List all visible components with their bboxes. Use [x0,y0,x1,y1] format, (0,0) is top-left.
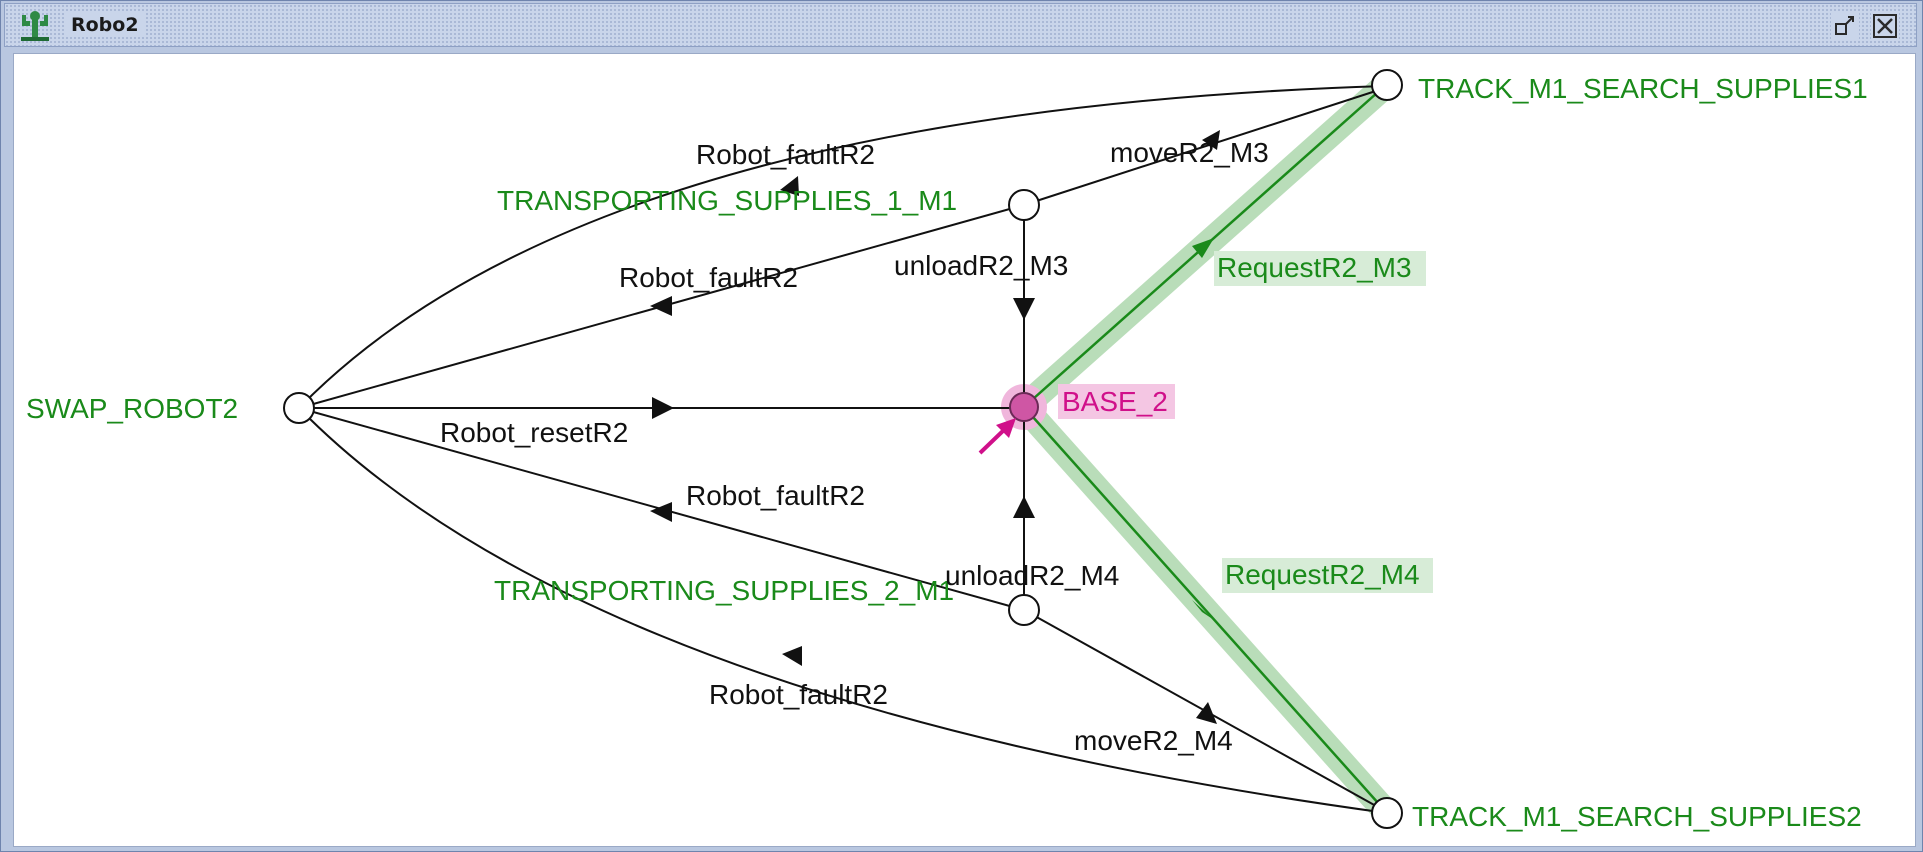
state-label: TRACK_M1_SEARCH_SUPPLIES2 [1412,801,1862,832]
arrowhead [1192,238,1214,258]
edge-label: unloadR2_M3 [894,250,1068,281]
edge-label: moveR2_M4 [1074,725,1233,756]
edge-label: Robot_faultR2 [686,480,865,511]
state-label: TRANSPORTING_SUPPLIES_1_M1 [497,185,957,216]
edge-base-to-track2 [1023,406,1388,814]
arrowhead [650,296,672,316]
robot-icon [21,11,49,41]
close-button[interactable] [1871,12,1899,40]
restore-button[interactable] [1831,12,1859,40]
restore-window-icon [1835,16,1854,35]
edge-track1-to-transport1 [1023,87,1386,206]
state-base-2[interactable] [1009,392,1039,422]
state-transporting-2[interactable] [1008,594,1040,626]
state-label: SWAP_ROBOT2 [26,393,238,424]
edge-label: RequestR2_M4 [1225,559,1420,590]
arrowhead [782,646,802,666]
state-label: TRACK_M1_SEARCH_SUPPLIES1 [1418,73,1868,104]
title-bar[interactable]: Robo2 [4,3,1917,47]
initial-state-arrow [978,418,1016,455]
initial-state-label: BASE_2 [1062,386,1168,417]
close-window-icon [1873,14,1897,38]
edge-label: Robot_faultR2 [619,262,798,293]
arrowhead [652,397,674,419]
state-graph: SWAP_ROBOT2 TRANSPORTING_SUPPLIES_1_M1 T… [26,69,1868,832]
request-m4-label-bg [1222,558,1433,593]
edge-track2-to-swap [298,407,1388,814]
edge-label: Robot_faultR2 [696,139,875,170]
request-m3-label-bg [1214,251,1426,286]
arrowhead [780,176,799,196]
base-2-label-bg [1058,384,1175,419]
state-track-2[interactable] [1371,797,1403,829]
arrowhead [1196,702,1217,724]
arrowhead [1202,130,1220,150]
edge-label: moveR2_M3 [1110,137,1269,168]
arrowhead [1013,496,1035,518]
edge-label: Robot_faultR2 [709,679,888,710]
state-swap-robot2[interactable] [283,392,315,424]
edge-label: Robot_resetR2 [440,417,628,448]
edge-label: RequestR2_M3 [1217,252,1412,283]
edge-track1-to-swap [298,85,1386,409]
window-title: Robo2 [65,13,145,37]
state-label: TRANSPORTING_SUPPLIES_2_M1 [494,575,954,606]
state-track-1[interactable] [1371,69,1403,101]
graph-canvas[interactable]: SWAP_ROBOT2 TRANSPORTING_SUPPLIES_1_M1 T… [13,53,1916,847]
state-transporting-1[interactable] [1008,189,1040,221]
edge-label: unloadR2_M4 [945,560,1119,591]
arrowhead [650,502,672,522]
arrowhead [1013,298,1035,320]
arrowhead [1192,600,1214,620]
